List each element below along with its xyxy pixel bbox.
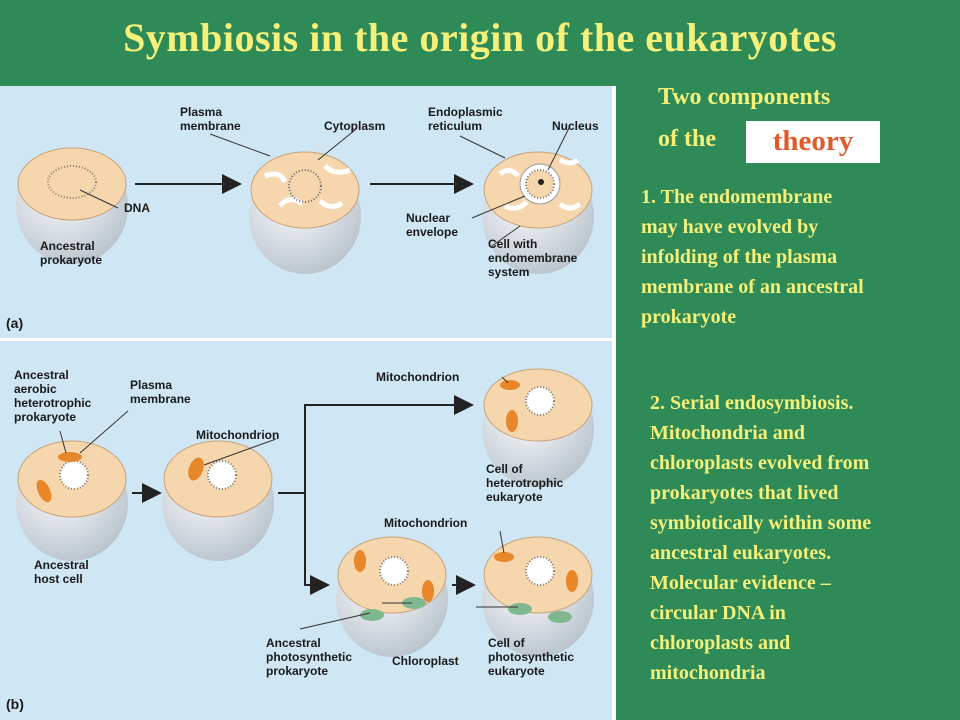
panel-separator — [0, 338, 612, 341]
photosynthetic-eukaryote-cell — [482, 536, 594, 657]
vertical-separator — [612, 86, 616, 720]
heading-of-the: of the — [658, 126, 716, 152]
point-2-serial-endosymbiosis: 2. Serial endosymbiosis. Mitochondria an… — [650, 392, 872, 684]
leader-lines-a — [79, 125, 571, 247]
ancestral-host-cell — [16, 440, 128, 561]
label-cytoplasm: Cytoplasm — [324, 119, 385, 133]
point-1-endomembrane: 1. The endomembrane may have evolved by … — [641, 186, 864, 328]
mitochondrion-entering — [36, 479, 52, 503]
slide-title: Symbiosis in the origin of the eukaryote… — [123, 15, 837, 60]
label-mitochondrion-bottom: Mitochondrion — [384, 516, 467, 530]
label-dna: DNA — [124, 201, 150, 215]
ancestral-prokaryote-cell — [16, 147, 128, 264]
heading-two-components: Two components — [658, 84, 831, 110]
label-nucleus: Nucleus — [552, 119, 599, 133]
leader-lines-b — [59, 376, 518, 630]
aerobic-prokaryote — [58, 452, 82, 462]
cell-with-mitochondrion — [162, 440, 274, 561]
panel-a-tag: (a) — [6, 315, 23, 331]
label-mitochondrion-top: Mitochondrion — [376, 370, 459, 384]
label-chloroplast: Chloroplast — [392, 654, 459, 668]
arrow-b-up — [278, 395, 474, 494]
heterotrophic-eukaryote-cell — [482, 368, 594, 487]
endomembrane-cell — [482, 151, 594, 274]
theory-highlight: theory — [746, 121, 880, 163]
arrow-b-down — [304, 493, 330, 595]
infolding-cell — [249, 151, 361, 274]
label-mitochondrion-mid: Mitochondrion — [196, 428, 279, 442]
cell-acquiring-chloroplast — [336, 536, 448, 657]
panel-b-tag: (b) — [6, 696, 24, 712]
